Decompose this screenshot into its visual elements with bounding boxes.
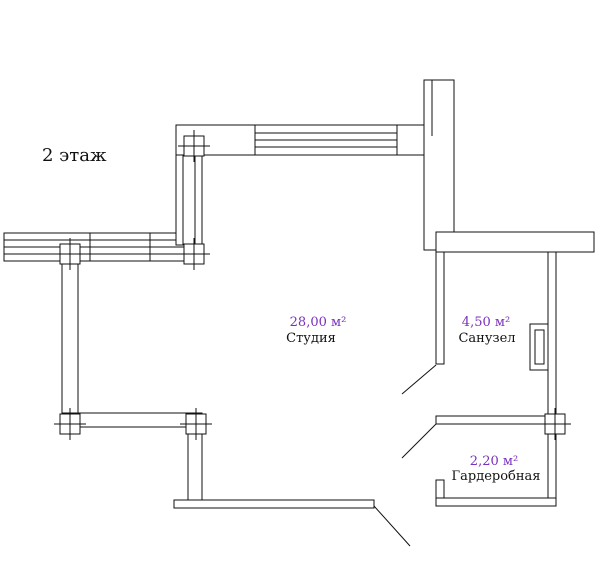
wall-right-outer	[547, 251, 557, 505]
wall-left-vertical	[61, 260, 79, 414]
room-area-bathroom: 4,50 м²	[461, 315, 511, 330]
door-bathroom	[401, 364, 437, 395]
door-entrance	[373, 505, 411, 547]
room-name-wardrobe: Гардеробная	[451, 469, 541, 484]
room-area-wardrobe: 2,20 м²	[469, 454, 519, 469]
room-name-studio: Студия	[286, 331, 336, 346]
door-wardrobe	[401, 423, 437, 459]
wall-wardrobe-bottom	[435, 497, 557, 507]
wall-bottom-left	[61, 412, 195, 428]
wall-bottom	[173, 499, 375, 509]
wall-right-top	[423, 79, 455, 251]
room-name-bathroom: Санузел	[458, 331, 516, 346]
room-area-studio: 28,00 м²	[289, 315, 347, 330]
wall-right-horizontal	[435, 231, 595, 253]
wall-bathroom-left	[435, 251, 445, 365]
wall-wardrobe-top	[435, 415, 551, 425]
floor-label: 2 этаж	[42, 145, 107, 166]
